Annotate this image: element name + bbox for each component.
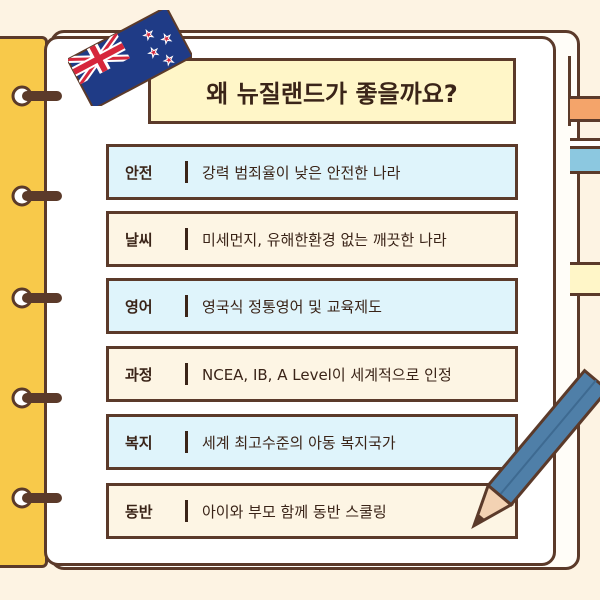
divider [185, 161, 188, 183]
divider [185, 295, 188, 317]
category-label: 안전 [125, 163, 153, 182]
category-label: 영어 [125, 297, 153, 316]
binder-ring-icon [11, 287, 62, 309]
index-tab-orange [570, 96, 600, 122]
divider [185, 228, 188, 250]
list-item: 복지 세계 최고수준의 아동 복지국가 [106, 414, 518, 470]
binder-ring-icon [11, 487, 62, 509]
list-item: 안전 강력 범죄율이 낮은 안전한 나라 [106, 144, 518, 200]
item-description: 미세먼지, 유해한환경 없는 깨끗한 나라 [202, 230, 447, 249]
category-label: 동반 [125, 502, 153, 521]
item-description: NCEA, IB, A Level이 세계적으로 인정 [202, 365, 452, 384]
list-item: 날씨 미세먼지, 유해한환경 없는 깨끗한 나라 [106, 211, 518, 267]
index-tab-blue [570, 146, 600, 174]
divider [185, 500, 188, 522]
page-title: 왜 뉴질랜드가 좋을까요? [148, 58, 516, 124]
list-item: 동반 아이와 부모 함께 동반 스쿨링 [106, 483, 518, 539]
divider [185, 363, 188, 385]
new-zealand-flag-icon: ★ ★ ★ ★ [68, 10, 192, 106]
binder-ring-icon [11, 185, 62, 207]
pencil-icon [471, 368, 600, 530]
category-label: 과정 [125, 365, 153, 384]
item-description: 아이와 부모 함께 동반 스쿨링 [202, 502, 387, 521]
index-tab-yellow [570, 262, 600, 296]
binder-ring-icon [11, 85, 62, 107]
item-description: 영국식 정통영어 및 교육제도 [202, 297, 382, 316]
divider [185, 431, 188, 453]
list-item: 영어 영국식 정통영어 및 교육제도 [106, 278, 518, 334]
binder-ring-icon [11, 387, 62, 409]
item-description: 강력 범죄율이 낮은 안전한 나라 [202, 163, 401, 182]
item-description: 세계 최고수준의 아동 복지국가 [202, 433, 396, 452]
list-item: 과정 NCEA, IB, A Level이 세계적으로 인정 [106, 346, 518, 402]
page-edge-line [568, 56, 571, 126]
category-label: 복지 [125, 433, 153, 452]
category-label: 날씨 [125, 230, 153, 249]
